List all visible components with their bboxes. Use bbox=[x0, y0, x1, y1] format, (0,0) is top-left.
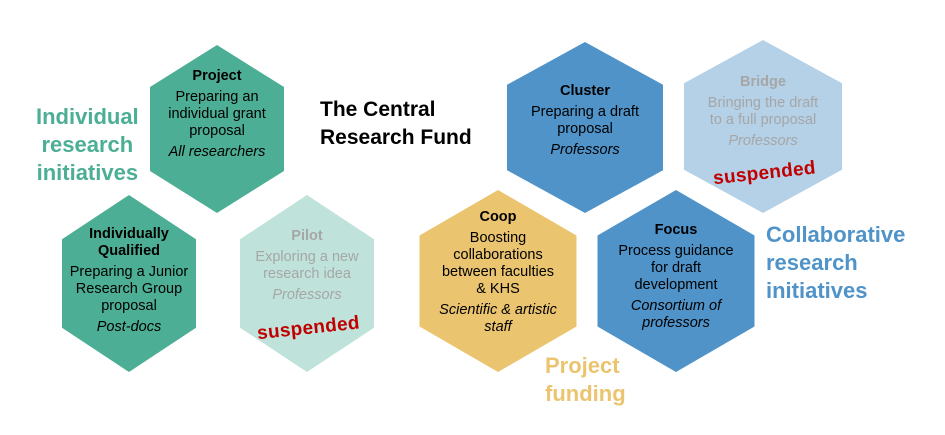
desc-line: proposal bbox=[557, 121, 613, 137]
hex-cluster bbox=[507, 42, 663, 213]
hex-desc: Preparing a draft proposal bbox=[510, 104, 660, 138]
hex-desc: Exploring a new research idea bbox=[245, 249, 369, 283]
desc-line: proposal bbox=[189, 123, 245, 139]
hex-title: Pilot bbox=[291, 228, 323, 244]
audience-line: staff bbox=[484, 319, 512, 335]
label-line: Individual bbox=[36, 104, 139, 129]
hex-project-text: Project Preparing an individual grant pr… bbox=[157, 68, 277, 161]
hex-audience: Consortium of professors bbox=[600, 298, 752, 332]
hex-individually-qualified bbox=[62, 195, 196, 372]
hex-audience: Professors bbox=[728, 133, 798, 149]
desc-line: Research Group bbox=[75, 281, 183, 297]
label-line: research bbox=[766, 250, 858, 275]
hex-focus bbox=[597, 190, 755, 372]
label-collaborative-initiatives: Collaborative research initiatives bbox=[766, 221, 905, 305]
label-individual-initiatives: Individual research initiatives bbox=[36, 103, 139, 187]
audience-line: Consortium of bbox=[630, 298, 722, 314]
title-line: Qualified bbox=[97, 243, 161, 259]
desc-line: Bringing the draft bbox=[707, 95, 819, 111]
label-line: initiatives bbox=[766, 278, 868, 303]
hex-audience: Post-docs bbox=[96, 319, 162, 335]
hex-title: Focus bbox=[654, 222, 698, 238]
hex-focus-text: Focus Process guidance for draft develop… bbox=[600, 222, 752, 332]
hex-audience: All researchers bbox=[168, 144, 266, 160]
desc-line: proposal bbox=[101, 298, 157, 314]
desc-line: Process guidance bbox=[618, 243, 734, 259]
hex-desc: Bringing the draft to a full proposal bbox=[688, 95, 838, 129]
hex-audience: Professors bbox=[550, 142, 620, 158]
label-line: Project bbox=[545, 353, 620, 378]
hex-title: Bridge bbox=[740, 74, 786, 90]
hex-title: Coop bbox=[479, 209, 517, 225]
label-line: Collaborative bbox=[766, 222, 906, 247]
desc-line: Boosting bbox=[469, 230, 527, 246]
audience-line: professors bbox=[642, 315, 710, 331]
desc-line: collaborations bbox=[453, 247, 543, 263]
desc-line: Exploring a new bbox=[255, 249, 359, 265]
hex-desc: Preparing an individual grant proposal bbox=[157, 89, 277, 140]
hex-coop-text: Coop Boosting collaborations between fac… bbox=[422, 209, 574, 336]
audience-line: Scientific & artistic bbox=[439, 302, 557, 318]
desc-line: Preparing a draft bbox=[530, 104, 639, 120]
hex-project bbox=[150, 45, 284, 213]
desc-line: for draft bbox=[651, 260, 701, 276]
hex-desc: Process guidance for draft development bbox=[600, 243, 752, 294]
desc-line: Preparing a Junior bbox=[69, 264, 189, 280]
desc-line: to a full proposal bbox=[709, 112, 817, 128]
hex-pilot bbox=[240, 195, 374, 372]
hex-audience: Scientific & artistic staff bbox=[422, 302, 574, 336]
title-line: Individually bbox=[89, 226, 169, 242]
label-project-funding: Project funding bbox=[545, 352, 626, 408]
label-line: research bbox=[41, 132, 134, 157]
desc-line: development bbox=[634, 277, 718, 293]
desc-line: between faculties bbox=[441, 264, 555, 280]
hex-cluster-text: Cluster Preparing a draft proposal Profe… bbox=[510, 83, 660, 159]
hex-bridge bbox=[684, 40, 842, 213]
desc-line: individual grant bbox=[168, 106, 266, 122]
title-line: Research Fund bbox=[320, 126, 472, 149]
hex-pilot-text: Pilot Exploring a new research idea Prof… bbox=[245, 228, 369, 304]
hex-desc: Boosting collaborations between facultie… bbox=[422, 230, 574, 298]
hex-audience: Professors bbox=[272, 287, 342, 303]
label-line: funding bbox=[545, 381, 626, 406]
hex-bridge-text: Bridge Bringing the draft to a full prop… bbox=[688, 74, 838, 150]
desc-line: Preparing an bbox=[175, 89, 259, 105]
hex-coop bbox=[419, 190, 577, 372]
desc-line: research idea bbox=[263, 266, 351, 282]
hex-title: Project bbox=[192, 68, 242, 84]
desc-line: & KHS bbox=[476, 281, 520, 297]
label-line: initiatives bbox=[36, 160, 139, 185]
hex-title: Individually Qualified bbox=[64, 226, 194, 260]
hex-desc: Preparing a Junior Research Group propos… bbox=[64, 264, 194, 315]
hex-individually-qualified-text: Individually Qualified Preparing a Junio… bbox=[64, 226, 194, 336]
diagram-title: The Central Research Fund bbox=[320, 96, 472, 152]
hex-title: Cluster bbox=[560, 83, 610, 99]
title-line: The Central bbox=[320, 98, 436, 121]
